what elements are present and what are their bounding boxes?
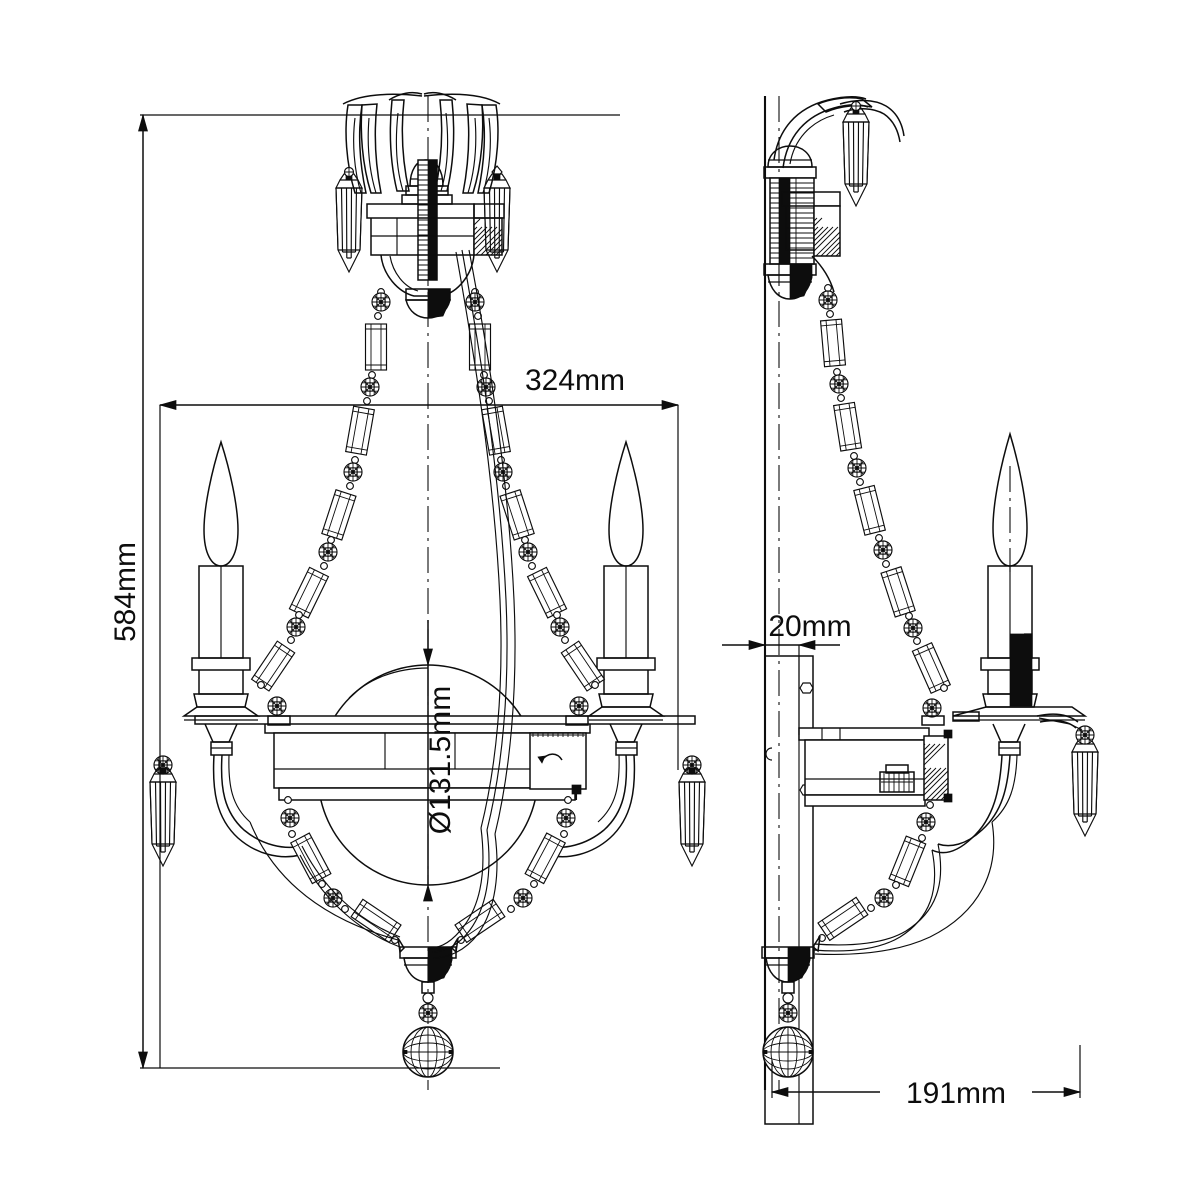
candle-right — [545, 439, 666, 858]
bowl-sweep — [249, 821, 399, 941]
beaded-swag-left-upper — [250, 288, 391, 726]
crown-corona-side — [763, 96, 905, 300]
beaded-swag-right-lower — [451, 796, 576, 954]
crystal-ball-finial — [402, 1026, 454, 1078]
chain-link — [1038, 717, 1083, 731]
support-rod — [461, 249, 508, 831]
side-elevation-view — [761, 96, 1099, 1125]
wall-mount-bracket — [764, 655, 953, 1125]
prism-drop — [842, 107, 870, 207]
dimension-backplate-label: Ø131.5mm — [424, 686, 457, 834]
dimension-backplate-diameter: Ø131.5mm — [423, 620, 457, 902]
socket-box — [529, 732, 587, 800]
bowl-sweep — [299, 854, 401, 948]
prism-drop — [335, 173, 363, 273]
candle-side — [931, 431, 1088, 854]
beaded-swag-side-lower — [812, 801, 936, 953]
bowl-sweep — [812, 849, 936, 952]
crown-corona-finial — [342, 91, 505, 319]
dimension-width: 324mm — [158, 364, 680, 1068]
bead — [850, 100, 862, 112]
beaded-swag-side-upper — [818, 284, 951, 726]
dimension-projection: 191mm — [770, 1045, 1082, 1110]
support-rod — [429, 827, 484, 949]
bowl-sweep — [814, 821, 995, 955]
support-rod — [455, 251, 502, 829]
dimension-projection-label: 191mm — [906, 1077, 1006, 1110]
dimension-height: 584mm — [109, 113, 620, 1070]
front-elevation-view — [149, 91, 706, 1090]
dimension-wall-offset: 20mm — [722, 610, 852, 735]
bead — [491, 165, 503, 179]
bowl-sweep — [301, 845, 401, 938]
dimension-width-label: 324mm — [525, 364, 625, 397]
beaded-swag-right-upper — [465, 288, 606, 726]
support-rod — [468, 249, 516, 835]
bead — [343, 166, 355, 178]
support-rod — [432, 833, 498, 959]
bead — [778, 1003, 798, 1023]
support-rod — [431, 829, 490, 953]
bowl-sweep — [813, 843, 942, 946]
dimension-wall-offset-label: 20mm — [768, 610, 851, 643]
bead — [418, 1003, 438, 1023]
prism-drop — [678, 767, 706, 867]
prism-drop — [149, 767, 177, 867]
beaded-swag-left-lower — [280, 796, 405, 954]
candle-left — [181, 439, 303, 858]
bottom-finial-side — [761, 946, 815, 1004]
crystal-ball-finial — [762, 1026, 814, 1078]
dimension-height-label: 584mm — [109, 542, 142, 642]
prism-drop — [1071, 737, 1099, 837]
